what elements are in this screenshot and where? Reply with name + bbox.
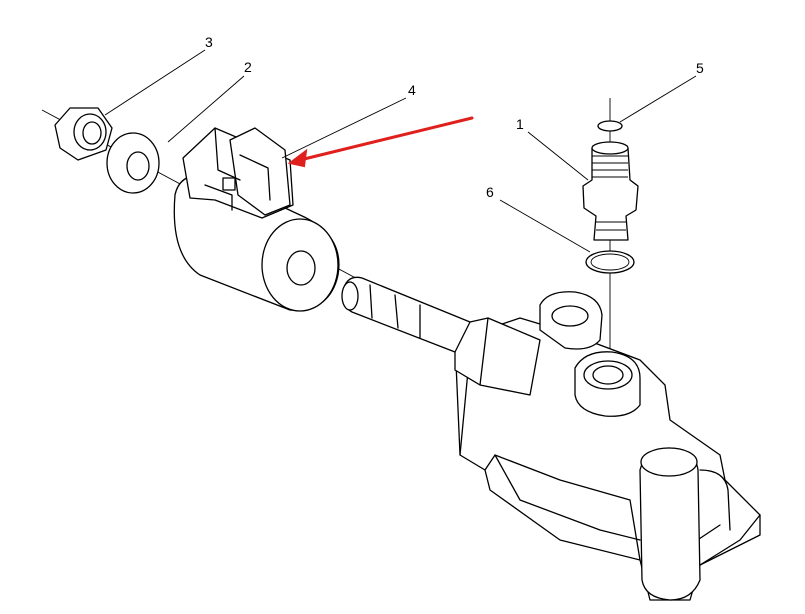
leader-line-2 (167, 75, 245, 143)
leader-line-4 (281, 97, 407, 159)
hex-nut (54, 107, 113, 161)
callout-5: 5 (696, 60, 704, 76)
leader-line-5 (619, 75, 697, 123)
callout-6: 6 (486, 184, 494, 200)
leader-line-1 (527, 131, 589, 181)
washer (106, 132, 160, 194)
callout-1: 1 (516, 116, 524, 132)
red-highlight-arrow (287, 116, 474, 168)
fitting (582, 141, 639, 241)
solenoid-coil (173, 173, 340, 312)
solenoid-stem (341, 276, 541, 396)
o-ring-small (597, 120, 623, 132)
o-ring-large (585, 250, 635, 274)
callout-4: 4 (408, 82, 416, 98)
leader-line-3 (104, 49, 206, 116)
callout-3: 3 (205, 34, 213, 50)
leader-line-6 (499, 199, 591, 253)
callout-2: 2 (244, 59, 252, 75)
connector (182, 127, 294, 219)
